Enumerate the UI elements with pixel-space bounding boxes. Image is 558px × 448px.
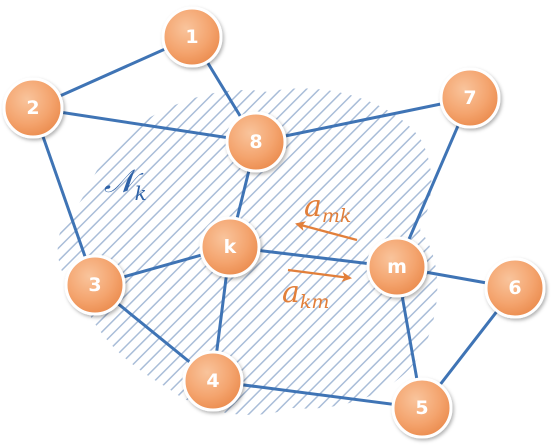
node-circle-m: [366, 236, 428, 298]
node-label-1: 1: [185, 26, 198, 48]
weight-label-a-mk: amk: [304, 189, 351, 227]
node-2: 2: [2, 77, 64, 139]
edge-8-7: [254, 96, 472, 144]
node-7: 7: [439, 67, 501, 129]
node-circle-8: [225, 111, 287, 173]
node-circle-3: [64, 254, 126, 316]
node-label-4: 4: [206, 370, 219, 392]
node-label-7: 7: [463, 87, 476, 109]
node-label-3: 3: [88, 274, 101, 296]
node-5: 5: [391, 377, 453, 439]
node-label-6: 6: [508, 277, 521, 299]
node-circle-6: [484, 257, 546, 319]
node-1: 1: [161, 6, 223, 68]
node-circle-5: [391, 377, 453, 439]
edge-2-3: [31, 106, 97, 287]
node-label-m: m: [387, 256, 407, 278]
node-circle-k: [199, 216, 261, 278]
weight-a-km-subscript: km: [300, 291, 330, 313]
node-6: 6: [484, 257, 546, 319]
node-circle-2: [2, 77, 64, 139]
edge-7-m: [395, 96, 472, 269]
node-4: 4: [182, 350, 244, 412]
node-label-2: 2: [26, 97, 39, 119]
node-3: 3: [64, 254, 126, 316]
node-8: 8: [225, 111, 287, 173]
node-label-5: 5: [415, 397, 428, 419]
node-circle-1: [161, 6, 223, 68]
weight-a-mk-subscript: mk: [322, 205, 352, 227]
arrow-a-km: [287, 268, 352, 282]
node-k: k: [199, 216, 261, 278]
node-m: m: [366, 236, 428, 298]
node-label-8: 8: [249, 131, 262, 153]
arrow-a-mk: [295, 221, 358, 242]
edge-2-8: [31, 106, 258, 144]
weight-a-mk-base: a: [304, 189, 322, 224]
weight-a-km-base: a: [282, 275, 300, 310]
node-circle-4: [182, 350, 244, 412]
edge-4-5: [211, 379, 424, 410]
weight-label-a-km: akm: [282, 275, 329, 313]
node-label-k: k: [224, 236, 237, 258]
neighborhood-subscript: k: [135, 181, 147, 205]
node-circle-7: [439, 67, 501, 129]
